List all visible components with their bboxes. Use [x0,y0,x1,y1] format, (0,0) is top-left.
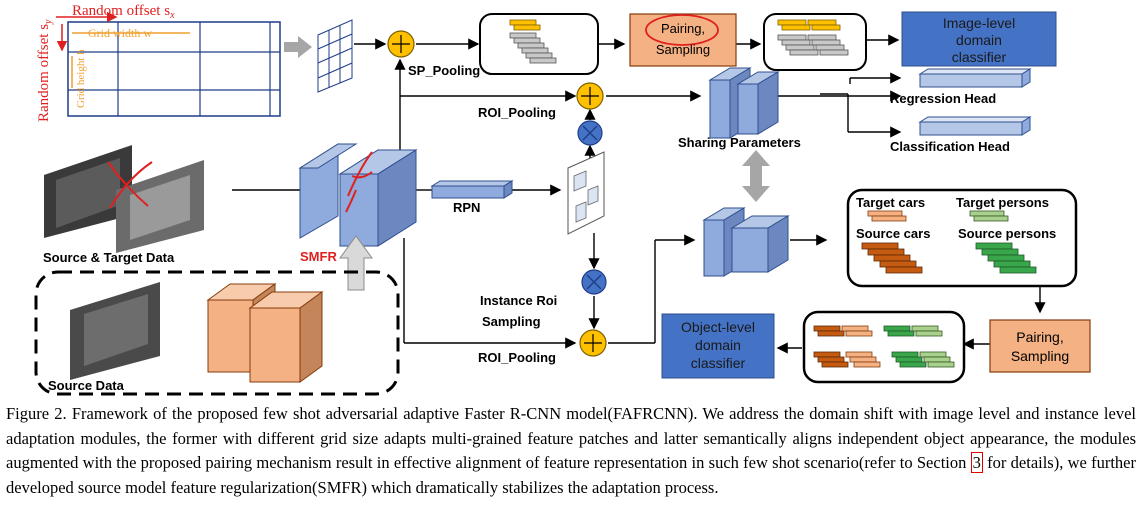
multiply-node-top [577,120,603,146]
source-data-label: Source Data [48,378,125,393]
sampling-label: Sampling [482,314,541,329]
source-model-cube [206,283,324,383]
instance-roi-label: Instance Roi [480,293,557,308]
framework-diagram: Random offset sx Random offset sy Grid w… [34,3,1091,396]
smfr-label: SMFR [300,249,337,264]
classification-head-label: Classification Head [890,139,1010,154]
object-classifier-line3: classifier [691,355,746,371]
grid-height-label: Grid height h [75,49,87,108]
smfr-feature-cube [298,143,418,247]
source-data-image [70,282,160,380]
regression-head-label: Regression Head [890,91,996,106]
sharing-parameters-cubes-top [708,67,780,139]
source-cars-stack [861,242,923,274]
pairing-top-line2: Sampling [656,42,710,57]
target-persons-label: Target persons [956,195,1049,210]
section-reference-link[interactable]: 3 [970,452,983,473]
image-classifier-line2: domain [956,32,1002,48]
classification-head-bar [918,116,1032,136]
target-cars-label: Target cars [856,195,925,210]
roi-plus-node-bottom [579,329,607,357]
regression-head-bar [918,68,1032,88]
image-level-domain-classifier [901,11,1057,67]
paired-objects-box [802,310,966,384]
feature-patches-stack [509,19,557,64]
sharing-double-arrow [742,150,770,202]
image-classifier-line3: classifier [952,49,1007,65]
pairing-bottom-line1: Pairing, [1016,329,1063,345]
source-persons-label: Source persons [958,226,1056,241]
sp-plus-node [387,30,415,58]
roi-pooling-bottom-label: ROI_Pooling [478,350,556,365]
object-level-domain-classifier [661,313,775,379]
figure-caption: Figure 2. Framework of the proposed few … [6,402,1136,500]
pairing-sampling-bottom-box [989,319,1091,373]
pairing-highlight-circle [645,14,719,46]
rpn-label: RPN [453,200,480,215]
rpn-feature-bar [430,180,514,199]
grid-to-mesh-arrow [284,36,312,58]
source-persons-stack [975,242,1037,274]
mesh-grid-icon [317,19,353,93]
pairing-top-line1: Pairing, [661,21,705,36]
sp-pooling-label: SP_Pooling [408,63,480,78]
object-classifier-line2: domain [695,337,741,353]
target-cars-stack [867,210,907,222]
grid-illustration [56,11,281,117]
source-target-data-label: Source & Target Data [43,250,175,265]
caption-text-part2: for details), we further developed sourc… [6,453,1137,497]
sharing-parameters-label: Sharing Parameters [678,135,801,150]
target-persons-stack [969,210,1009,222]
source-target-images [44,145,204,253]
grid-width-label: Grid width w [88,26,152,40]
source-cars-label: Source cars [856,226,930,241]
roi-plus-node-top [576,82,604,110]
pairing-bottom-line2: Sampling [1011,348,1069,364]
random-offset-x-label: Random offset sx [72,3,175,21]
proposal-map [567,151,605,235]
connection-lines [232,34,1046,354]
caption-text-part1: Figure 2. Framework of the proposed few … [6,404,1136,472]
smfr-input-arrow [339,235,373,291]
paired-patches-stack [777,19,849,56]
paired-objects-stacks [813,325,955,368]
roi-pooling-top-label: ROI_Pooling [478,105,556,120]
source-model-dashed-box [34,270,400,396]
random-offset-y-label: Random offset sy [36,19,54,122]
multiply-node-bottom [581,269,607,295]
instance-feature-cubes [702,207,790,277]
image-classifier-line1: Image-level [943,15,1015,31]
pairing-sampling-top-box [629,13,737,67]
object-classifier-line1: Object-level [681,319,755,335]
